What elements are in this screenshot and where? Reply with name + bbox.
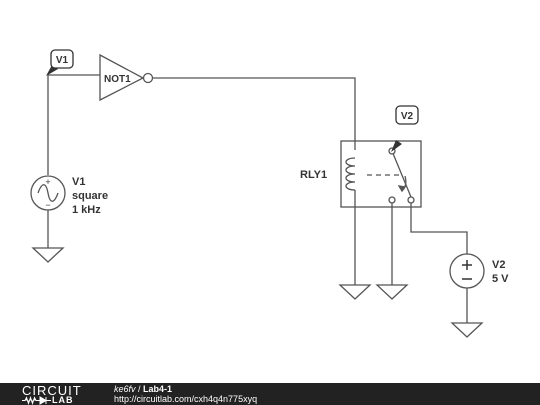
relay-label: RLY1 [300,169,327,181]
v1-name-label: V1 [72,176,85,188]
v2-plus-sign [462,260,472,270]
v1-minus-sign: − [45,200,50,210]
logo-text-circuit: CIRCUIT [22,383,82,398]
relay-nc-contact [388,196,396,204]
circuitlab-logo[interactable]: CIRCUIT LAB [22,383,94,405]
probe-v1-tag [50,49,74,69]
wire-v1-to-not-input [47,74,100,175]
v1-source-symbol[interactable] [30,175,66,211]
ground-icon-coil [338,284,372,300]
attribution-separator: / [135,384,144,394]
relay-coil [345,157,356,191]
not-gate-label: NOT1 [104,74,131,85]
v1-wave-label: square [72,190,108,202]
footer-bar: CIRCUIT LAB ke6fv / Lab4-1 http://circui… [0,383,540,405]
logo-text-lab: LAB [52,395,74,405]
resistor-diode-icon [22,396,51,405]
probe-v2-tag [395,105,419,125]
probe-v2-pointer [391,140,402,152]
relay-body[interactable] [340,140,422,208]
v1-plus-sign: + [45,177,50,187]
relay-switch-arm [391,150,412,198]
ground-icon-v1 [31,247,65,263]
circuit-url[interactable]: http://circuitlab.com/cxh4q4n775xyq [114,394,258,404]
v1-freq-label: 1 kHz [72,204,101,216]
v2-name-label: V2 [492,259,505,271]
ground-icon-contact [375,284,409,300]
circuit-attribution: ke6fv / Lab4-1 [114,384,172,394]
relay-no-contact [407,196,415,204]
sine-wave-icon [37,184,59,202]
v2-value-label: 5 V [492,273,509,285]
wire-not-output-to-relay [152,77,356,150]
author-link[interactable]: ke6fv [114,384,136,394]
probe-v1-label: V1 [56,55,69,66]
ground-icon-v2 [450,322,484,338]
circuit-title[interactable]: Lab4-1 [143,384,173,394]
schematic-diagram: + − V1 V2 NOT1 RLY1 V1 square 1 kHz V2 5… [30,49,509,338]
probe-v2[interactable]: V2 [391,105,419,152]
probe-v2-label: V2 [401,111,414,122]
probe-v1[interactable]: V1 [46,49,74,76]
not-gate-bubble [142,72,154,84]
wire-contact-to-v2 [410,203,468,254]
v2-source-symbol[interactable] [449,253,485,289]
arrow-head-icon [397,185,407,193]
not-gate-symbol[interactable] [99,53,145,102]
